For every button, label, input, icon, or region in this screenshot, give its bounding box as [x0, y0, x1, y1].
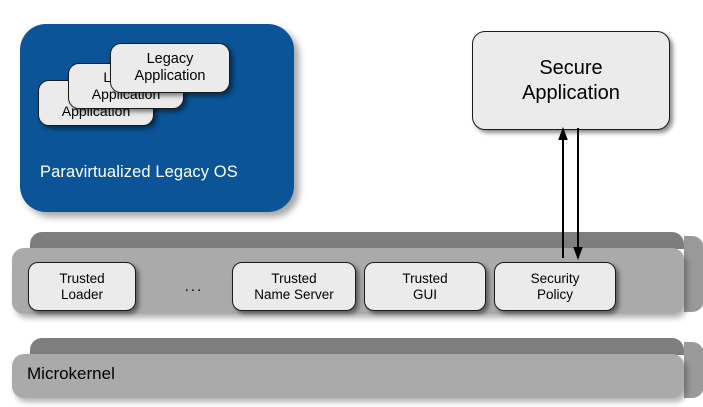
secure-app-line1: Secure [539, 57, 603, 80]
trusted-gui-line1: Trusted [402, 270, 448, 286]
trusted-name-server-line1: Trusted [271, 270, 317, 286]
trusted-loader-box[interactable]: Trusted Loader [28, 262, 136, 311]
secure-app-line2: Application [522, 81, 620, 104]
microkernel-label: Microkernel [27, 364, 115, 383]
microkernel-top-face [30, 338, 684, 355]
trusted-name-server-line2: Name Server [254, 286, 334, 302]
trusted-gui-line2: GUI [412, 286, 437, 302]
microkernel-side-face [684, 342, 703, 398]
security-policy-line1: Security [530, 270, 580, 286]
services-ellipsis: ... [184, 278, 204, 295]
trusted-loader-label: Trusted Loader [59, 271, 104, 303]
legacy-application-box-1[interactable]: Legacy Application [110, 43, 230, 93]
microkernel-layer [12, 338, 703, 404]
legacy-application-label-1: Legacy Application [135, 51, 206, 85]
microkernel-front-face [12, 354, 684, 398]
trusted-gui-box[interactable]: Trusted GUI [364, 262, 486, 311]
legacy-app-line2-1: Application [134, 68, 206, 84]
trusted-name-server-label: Trusted Name Server [254, 271, 334, 303]
trusted-loader-line1: Trusted [59, 270, 105, 286]
security-policy-label: Security Policy [531, 271, 580, 303]
trusted-layer-top-face [30, 232, 684, 249]
security-policy-box[interactable]: Security Policy [494, 262, 616, 311]
secure-application-label: Secure Application [522, 56, 620, 105]
secure-application-box[interactable]: Secure Application [472, 31, 670, 130]
trusted-gui-label: Trusted GUI [402, 271, 447, 303]
security-policy-line2: Policy [536, 286, 573, 302]
trusted-loader-line2: Loader [60, 286, 104, 302]
legacy-app-line1-1: Legacy [146, 50, 194, 67]
paravirtualized-legacy-os-label: Paravirtualized Legacy OS [40, 163, 238, 181]
trusted-name-server-box[interactable]: Trusted Name Server [232, 262, 356, 311]
trusted-layer-side-face [684, 236, 703, 312]
